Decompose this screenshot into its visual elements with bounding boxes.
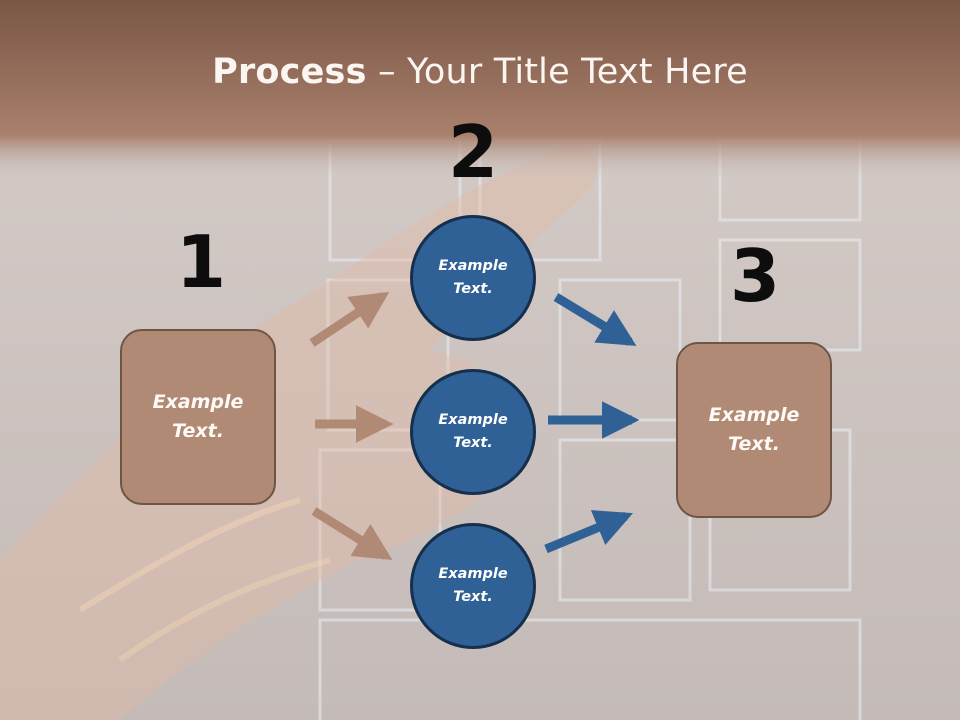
step3-label: Example Text. — [708, 404, 800, 455]
step1-box[interactable]: Example Text. — [120, 329, 276, 505]
step2-circle-3-label: Example Text. — [438, 566, 508, 605]
step2-circle-1[interactable]: Example Text. — [410, 215, 536, 341]
step2-circle-2[interactable]: Example Text. — [410, 369, 536, 495]
step-number-2: 2 — [448, 110, 499, 194]
title-rest: – Your Title Text Here — [366, 52, 748, 92]
step2-circle-1-label: Example Text. — [438, 258, 508, 297]
step3-box[interactable]: Example Text. — [676, 342, 832, 518]
title-bold: Process — [212, 52, 367, 92]
step-number-1: 1 — [176, 220, 227, 304]
step-number-3: 3 — [730, 234, 781, 318]
slide-title: Process – Your Title Text Here — [0, 52, 960, 92]
step2-circle-3[interactable]: Example Text. — [410, 523, 536, 649]
step2-circle-2-label: Example Text. — [438, 412, 508, 451]
step1-label: Example Text. — [152, 391, 244, 442]
